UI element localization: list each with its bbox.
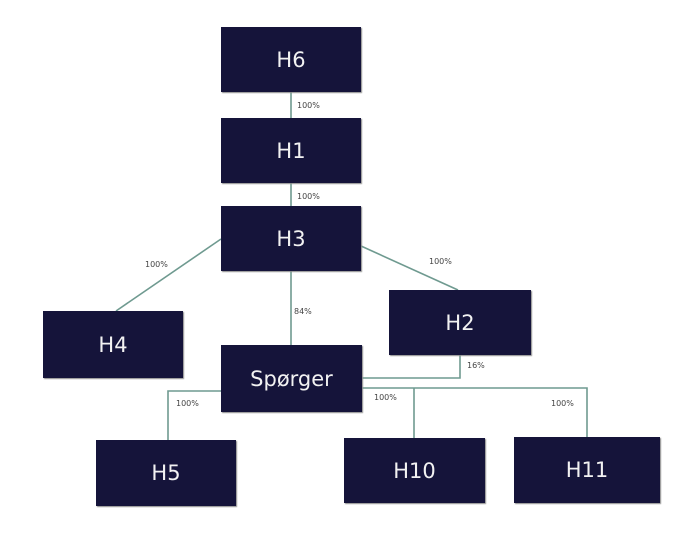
node-h1: H1	[221, 118, 361, 183]
node-label: H2	[445, 310, 475, 335]
edge-label-sporger-h11: 100%	[551, 399, 574, 408]
edge-sporger-h11	[362, 387, 588, 437]
edge-label-h6-h1: 100%	[297, 101, 320, 110]
node-h10: H10	[344, 438, 485, 503]
node-h4: H4	[43, 311, 183, 378]
edge-label-h1-h3: 100%	[297, 192, 320, 201]
edge-h2-sporger	[362, 355, 461, 379]
edge-label-h3-h4: 100%	[145, 260, 168, 269]
node-label: H6	[276, 47, 306, 72]
edge-sporger-h5	[167, 390, 221, 440]
edge-label-sporger-h10: 100%	[374, 393, 397, 402]
node-h11: H11	[514, 437, 660, 503]
edge-label-sporger-h5: 100%	[176, 399, 199, 408]
edge-label-h3-h2: 100%	[429, 257, 452, 266]
edge-h3-h2	[360, 245, 459, 291]
node-label: H11	[565, 458, 609, 482]
edge-h3-h4	[115, 238, 222, 312]
node-h5: H5	[96, 440, 236, 506]
node-label: H1	[276, 138, 306, 163]
node-h6: H6	[221, 27, 361, 92]
node-label: Spørger	[250, 366, 333, 391]
node-label: H10	[393, 458, 436, 483]
node-h2: H2	[389, 290, 531, 355]
edge-label-h3-sporger: 84%	[294, 307, 312, 316]
node-label: H5	[151, 461, 181, 485]
node-label: H4	[98, 332, 128, 357]
node-sporger: Spørger	[221, 345, 362, 412]
node-label: H3	[276, 226, 306, 251]
node-h3: H3	[221, 206, 361, 271]
edge-label-h2-sporger: 16%	[467, 361, 485, 370]
